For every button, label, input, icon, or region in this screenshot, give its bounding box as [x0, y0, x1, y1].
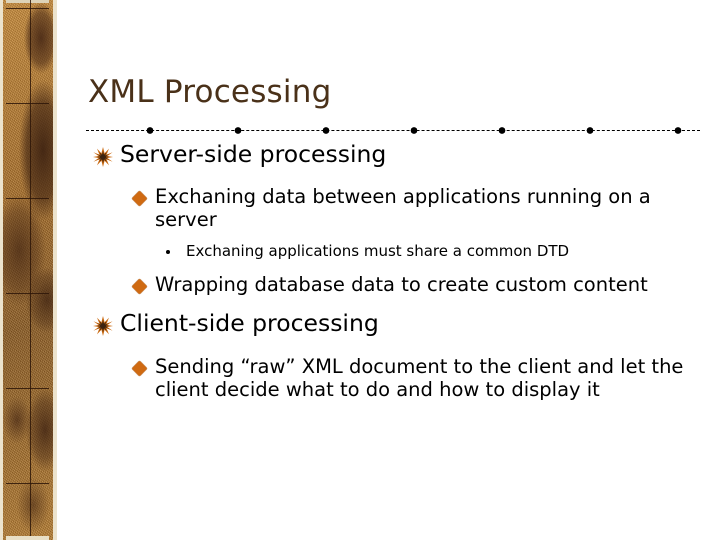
diamond-icon — [131, 279, 148, 295]
bullet-exchanging-data: Exchaning data between applications runn… — [0, 185, 720, 231]
title-separator-rule — [86, 126, 700, 135]
spacer — [0, 296, 720, 310]
spacer — [0, 260, 720, 273]
bullet-wrapping-database: Wrapping database data to create custom … — [0, 273, 720, 296]
bullet-text: Wrapping database data to create custom … — [155, 273, 648, 297]
bullet-text: Client-side processing — [120, 309, 379, 338]
bullet-text: Exchaning applications must share a comm… — [186, 242, 570, 261]
diamond-icon — [131, 360, 148, 376]
bullet-common-dtd: Exchaning applications must share a comm… — [0, 242, 720, 260]
bullet-text: Server-side processing — [120, 140, 387, 168]
spacer — [0, 169, 720, 185]
page-title: XML Processing — [88, 74, 332, 110]
texture-band-bottom-edge — [6, 536, 49, 540]
starburst-icon — [93, 315, 113, 337]
bullet-client-side-processing: Client-side processing — [0, 309, 720, 338]
bullet-sending-raw-xml: Sending “raw” XML document to the client… — [0, 355, 720, 401]
diamond-icon — [131, 191, 148, 207]
texture-band-grid-lines — [6, 0, 49, 540]
separator-squares — [86, 126, 700, 135]
bullet-text: Exchaning data between applications runn… — [155, 185, 651, 232]
bullet-text: Sending “raw” XML document to the client… — [155, 354, 684, 401]
bullet-server-side-processing: Server-side processing — [0, 141, 720, 167]
decorative-texture-band — [0, 0, 57, 540]
dot-icon — [166, 250, 170, 255]
spacer — [0, 231, 720, 242]
spacer — [0, 339, 720, 355]
starburst-icon — [93, 146, 113, 167]
slide-body: Server-side processing Exchaning data be… — [0, 141, 720, 401]
